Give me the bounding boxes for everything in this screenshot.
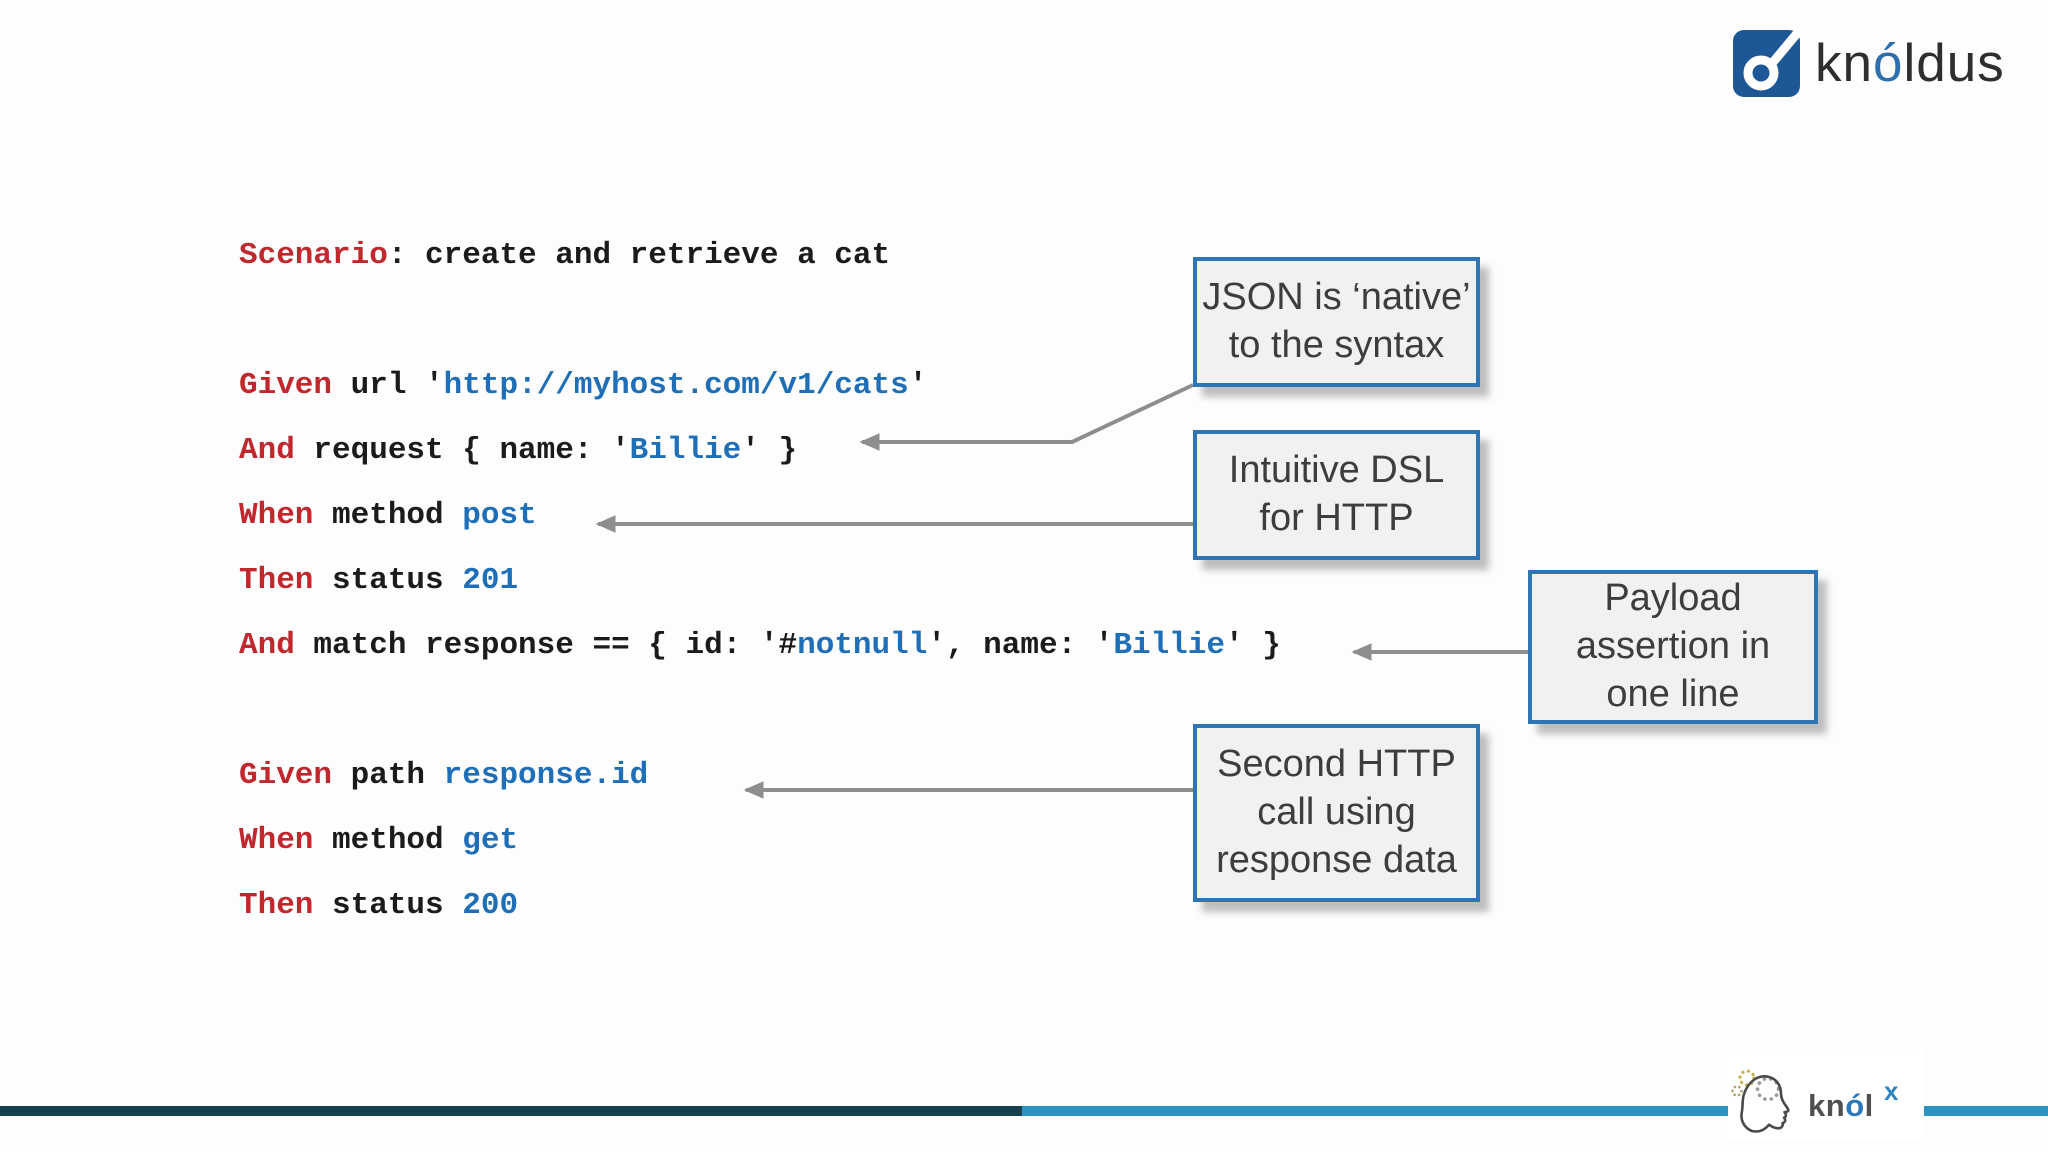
code-token-val: get	[462, 823, 519, 858]
code-token-val: notnull	[797, 628, 928, 663]
knolx-wordmark: knól	[1808, 1090, 1874, 1121]
code-token-val: Billie	[629, 433, 742, 468]
callout-payload-assertion: Payload assertion in one line	[1528, 570, 1818, 724]
callout-intuitive-dsl: Intuitive DSL for HTTP	[1193, 430, 1480, 560]
knolx-sup-x: x	[1884, 1076, 1899, 1106]
code-line: And match response == { id: '#notnull', …	[239, 613, 1281, 678]
callout-json-native-text: JSON is ‘native’ to the syntax	[1202, 276, 1471, 366]
code-token-plain: path	[332, 758, 444, 793]
code-line	[239, 678, 1281, 743]
code-token-plain: : create and retrieve a cat	[387, 238, 891, 273]
callout-payload-assertion-text: Payload assertion in one line	[1575, 577, 1771, 715]
callout-intuitive-dsl-text: Intuitive DSL for HTTP	[1228, 449, 1445, 539]
code-line: Then status 200	[239, 873, 1281, 938]
code-token-val: 200	[462, 888, 519, 923]
code-line: When method post	[239, 483, 1281, 548]
code-line: Scenario: create and retrieve a cat	[239, 223, 1281, 288]
code-token-plain: method	[313, 498, 463, 533]
code-token-kw: When	[239, 498, 314, 533]
code-token-plain: request { name: '	[294, 433, 630, 468]
code-line: When method get	[239, 808, 1281, 873]
callout-second-call-text: Second HTTP call using response data	[1216, 743, 1457, 881]
code-line: Given url 'http://myhost.com/v1/cats'	[239, 353, 1281, 418]
code-token-kw: Then	[239, 888, 314, 923]
code-token-plain: method	[313, 823, 463, 858]
knoldus-wordmark: knóldus	[1815, 37, 2005, 90]
code-token-kw: And	[239, 433, 295, 468]
code-token-kw: Then	[239, 563, 314, 598]
code-token-val: response.id	[443, 758, 649, 793]
code-token-val: post	[462, 498, 537, 533]
code-token-kw: Given	[239, 758, 333, 793]
brand-word-accent: ó	[1872, 34, 1904, 93]
code-token-plain: status	[313, 888, 463, 923]
code-token-kw: Scenario	[239, 238, 388, 273]
code-token-kw: When	[239, 823, 314, 858]
footer-bar-light	[1022, 1106, 2048, 1116]
code-token-kw: And	[239, 628, 295, 663]
code-token-plain: ' }	[741, 433, 798, 468]
knolx-logo: knól x	[1728, 1050, 1924, 1140]
code-line: Given path response.id	[239, 743, 1281, 808]
callout-json-native: JSON is ‘native’ to the syntax	[1193, 257, 1480, 387]
brand-word-prefix: kn	[1815, 34, 1873, 93]
code-token-plain: match response == { id: '#	[294, 628, 798, 663]
code-token-val: 201	[462, 563, 519, 598]
knolx-prefix: kn	[1808, 1088, 1846, 1123]
footer-bar-dark	[0, 1106, 1022, 1116]
code-token-plain: ', name: '	[927, 628, 1114, 663]
code-token-val: Billie	[1113, 628, 1225, 663]
code-token-val: http://myhost.com/v1/cats	[443, 368, 909, 403]
code-line: Then status 201	[239, 548, 1281, 613]
callout-second-call: Second HTTP call using response data	[1193, 724, 1480, 902]
code-token-plain: url '	[332, 368, 444, 403]
code-token-kw: Given	[239, 368, 333, 403]
brand-word-suffix: ldus	[1903, 34, 2005, 93]
knolx-accent: ó	[1845, 1088, 1865, 1123]
code-token-plain: status	[313, 563, 463, 598]
knoldus-logo: knóldus	[1733, 30, 2005, 97]
code-token-plain: ' }	[1225, 628, 1281, 663]
code-line	[239, 288, 1281, 353]
knolx-suffix: l	[1864, 1088, 1874, 1123]
code-line: And request { name: 'Billie' }	[239, 418, 1281, 483]
knolx-head-icon	[1731, 1069, 1790, 1133]
code-token-plain: '	[908, 368, 928, 403]
knoldus-logo-icon	[1733, 30, 1800, 97]
